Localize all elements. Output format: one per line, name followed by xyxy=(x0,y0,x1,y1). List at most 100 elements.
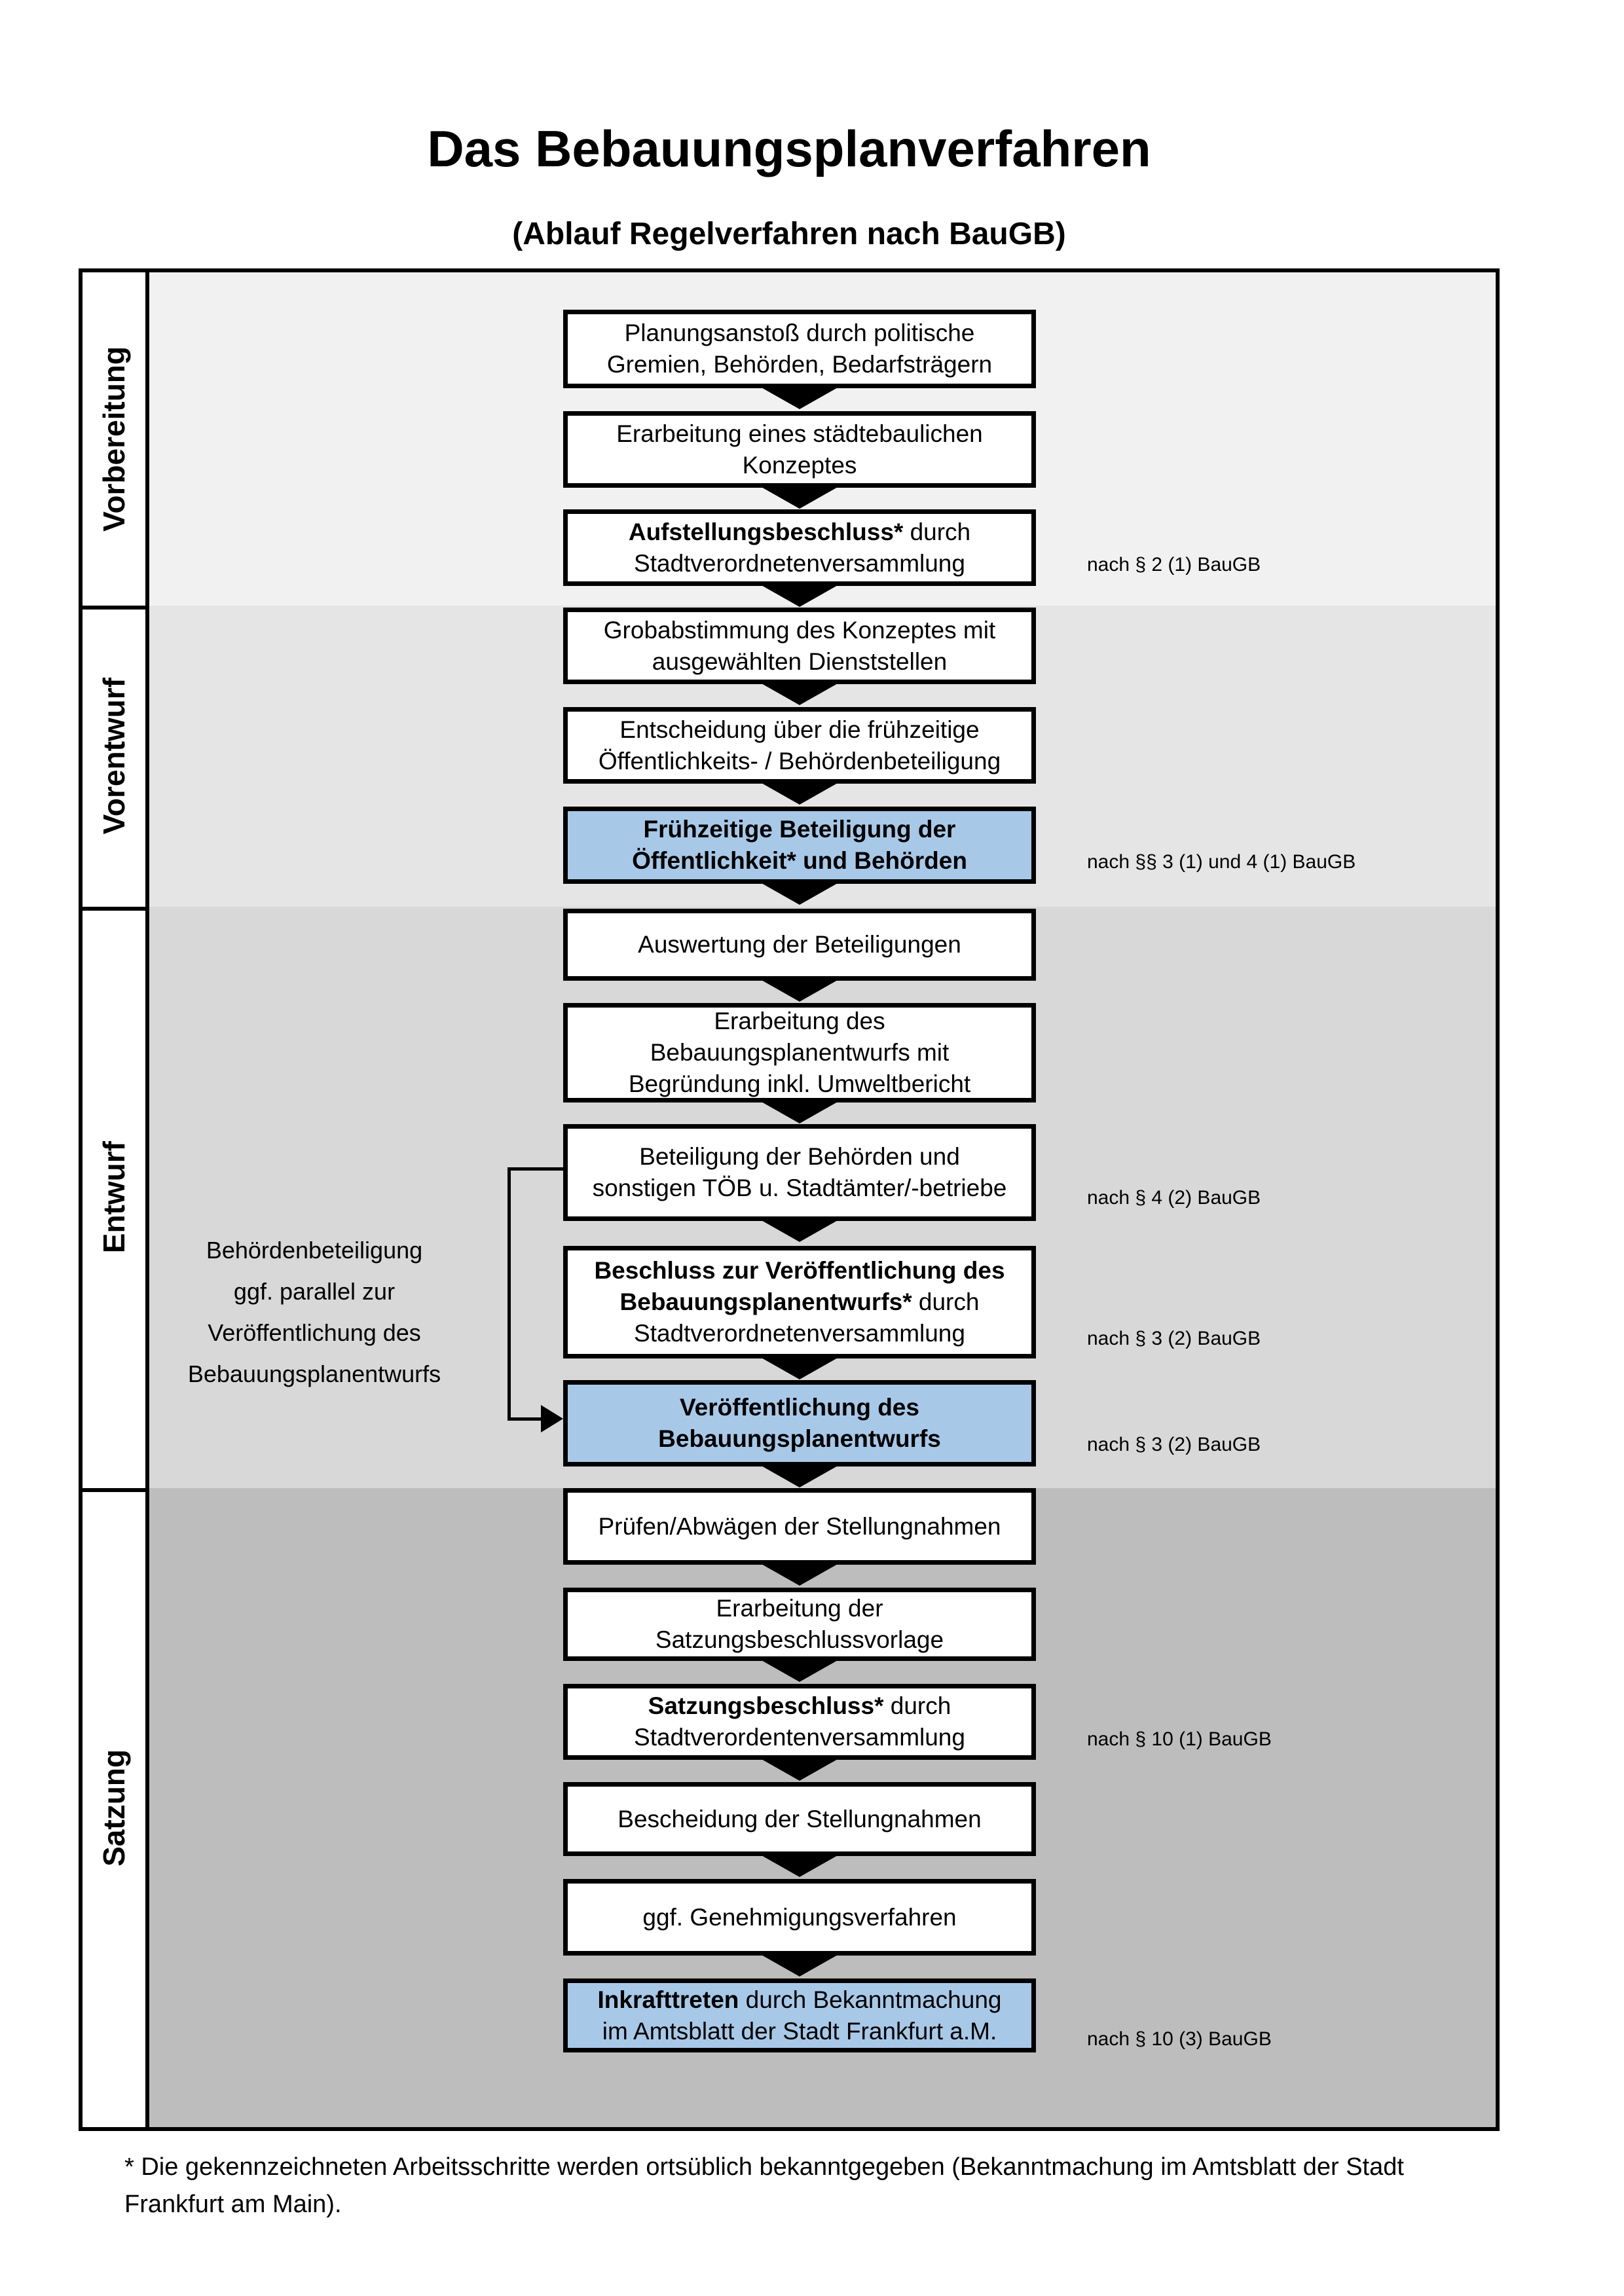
flow-step-text-line: Bebauungsplanentwurfs mit xyxy=(650,1037,950,1068)
footnote: * Die gekennzeichneten Arbeitsschritte w… xyxy=(124,2153,1404,2218)
flow-step-text: Gremien, Behörden, Bedarfsträgern xyxy=(606,351,993,378)
flow-step-text-line: Stadtverordentenversammlung xyxy=(634,1722,965,1753)
flow-step-text: Erarbeitung des xyxy=(714,1008,885,1034)
phase-divider-line xyxy=(83,1488,149,1492)
flow-step-text-line: Erarbeitung eines städtebaulichen xyxy=(616,418,983,450)
flow-step-text: Bebauungsplanentwurfs* xyxy=(619,1288,912,1315)
flow-step-text: Auswertung der Beteiligungen xyxy=(638,931,961,958)
arrow-down-icon xyxy=(760,1954,839,1977)
flow-step-text-line: Aufstellungsbeschluss* durch xyxy=(629,517,970,548)
flow-step-text: durch Bekanntmachung xyxy=(739,1986,1002,2013)
flow-step-text-line: Beteiligung der Behörden und xyxy=(639,1141,960,1173)
flow-step-text-line: Prüfen/Abwägen der Stellungnahmen xyxy=(598,1511,1001,1542)
bracket-top-line xyxy=(507,1167,563,1171)
flow-step-text: Aufstellungsbeschluss* xyxy=(628,518,904,545)
flow-step-text: durch xyxy=(903,518,971,545)
flow-step-text: Öffentlichkeits- / Behördenbeteiligung xyxy=(598,747,1001,774)
flow-step-text-line: Öffentlichkeit* und Behörden xyxy=(632,845,967,877)
flow-step-text: Planungsanstoß durch politische xyxy=(624,319,975,346)
flow-step-text: durch xyxy=(883,1692,951,1719)
diagram-frame xyxy=(79,268,1500,2131)
side-note-line: Veröffentlichung des xyxy=(208,1319,421,1346)
flow-step-text-line: ggf. Genehmigungsverfahren xyxy=(642,1902,956,1933)
flow-step-text-line: Stadtverordnetenversammlung xyxy=(634,548,965,579)
sidebar-right-border xyxy=(145,272,149,2127)
bracket-bottom-line xyxy=(507,1417,545,1421)
side-note: Behördenbeteiligung ggf. parallel zur Ve… xyxy=(177,1230,452,1394)
flow-step-text: Bebauungsplanentwurfs mit xyxy=(650,1039,950,1066)
flow-step-text: Satzungsbeschluss* xyxy=(648,1692,884,1719)
flow-step-text: Satzungsbeschlussvorlage xyxy=(655,1626,944,1653)
legal-reference: nach § 4 (2) BauGB xyxy=(1087,1187,1261,1209)
flow-step-text-line: Auswertung der Beteiligungen xyxy=(638,929,961,960)
arrow-down-icon xyxy=(760,1465,839,1487)
flow-step-text-line: Beschluss zur Veröffentlichung des xyxy=(594,1255,1005,1286)
side-note-line: Behördenbeteiligung xyxy=(206,1237,423,1264)
flow-step-text-line: Grobabstimmung des Konzeptes mit xyxy=(604,615,995,646)
arrow-down-icon xyxy=(760,1563,839,1586)
side-note-line: Bebauungsplanentwurfs xyxy=(187,1360,441,1387)
flow-step-text: Beteiligung der Behörden und xyxy=(639,1143,960,1170)
flow-step-text-line: Öffentlichkeits- / Behördenbeteiligung xyxy=(599,746,1001,777)
flow-step-text-line: Konzeptes xyxy=(743,450,857,481)
flow-step-text: Stadtverordentenversammlung xyxy=(634,1724,965,1751)
flow-step-text-line: Bebauungsplanentwurfs* durch xyxy=(620,1286,980,1318)
flow-step-text-line: im Amtsblatt der Stadt Frankfurt a.M. xyxy=(602,2016,997,2047)
flow-step-text: Veröffentlichung des xyxy=(680,1394,919,1421)
legal-reference: nach § 3 (2) BauGB xyxy=(1087,1328,1261,1349)
flow-step-text: Bescheidung der Stellungnahmen xyxy=(618,1805,982,1832)
flow-step-text-line: Inkrafttreten durch Bekanntmachung xyxy=(598,1984,1002,2016)
legal-reference: nach § 10 (3) BauGB xyxy=(1087,2028,1272,2050)
flow-step-text: Stadtverordnetenversammlung xyxy=(634,549,965,577)
phase-divider-line xyxy=(83,907,149,911)
flow-step-text-line: Gremien, Behörden, Bedarfsträgern xyxy=(607,349,992,380)
flow-step-box: Auswertung der Beteiligungen xyxy=(563,909,1036,981)
sidebar-cell-satzung: Satzung xyxy=(83,1488,145,2127)
legal-reference: nach §§ 3 (1) und 4 (1) BauGB xyxy=(1087,851,1356,873)
flow-step-text-line: Erarbeitung des xyxy=(714,1006,885,1037)
flow-step-text: Öffentlichkeit* und Behörden xyxy=(632,847,967,874)
flow-step-text: sonstigen TÖB u. Stadtämter/-betriebe xyxy=(592,1175,1007,1201)
arrow-down-icon xyxy=(760,979,839,1002)
flow-step-text: Frühzeitige Beteiligung der xyxy=(643,816,956,843)
arrow-down-icon xyxy=(760,683,839,705)
flow-step-text: ggf. Genehmigungsverfahren xyxy=(642,1903,957,1931)
arrow-down-icon xyxy=(760,1101,839,1123)
flow-step-text-line: Bebauungsplanentwurfs xyxy=(658,1423,941,1455)
page-title: Das Bebauungsplanverfahren xyxy=(427,120,1151,177)
flow-step-text-line: Veröffentlichung des xyxy=(680,1392,919,1423)
flow-step-text-line: ausgewählten Dienststellen xyxy=(652,646,947,678)
flow-step-text: Prüfen/Abwägen der Stellungnahmen xyxy=(598,1512,1001,1540)
arrow-down-icon xyxy=(760,1357,839,1379)
side-note-line: ggf. parallel zur xyxy=(233,1278,396,1305)
bracket-arrowhead-icon xyxy=(541,1405,563,1432)
flow-step-text: Bebauungsplanentwurfs xyxy=(658,1425,941,1452)
bracket-vertical-line xyxy=(507,1167,511,1421)
flow-step-text: Grobabstimmung des Konzeptes mit xyxy=(603,616,996,644)
phase-divider-line xyxy=(83,606,149,610)
flow-step-text: Entscheidung über die frühzeitige xyxy=(619,716,980,743)
flow-step-text: Stadtverordnetenversammlung xyxy=(634,1320,965,1347)
arrow-down-icon xyxy=(760,585,839,607)
flow-step-text: Begründung inkl. Umweltbericht xyxy=(628,1070,971,1097)
flow-step-box: Bescheidung der Stellungnahmen xyxy=(563,1782,1036,1856)
legal-reference: nach § 10 (1) BauGB xyxy=(1087,1728,1272,1750)
legal-reference: nach § 3 (2) BauGB xyxy=(1087,1434,1261,1455)
flow-step-text: Erarbeitung eines städtebaulichen xyxy=(616,420,983,447)
flow-step-text-line: Entscheidung über die frühzeitige xyxy=(619,714,979,746)
flow-step-text: Inkrafttreten xyxy=(597,1986,739,2013)
flow-step-text-line: Frühzeitige Beteiligung der xyxy=(644,814,956,845)
sidebar-cell-entwurf: Entwurf xyxy=(83,907,145,1488)
sidebar-cell-vorentwurf: Vorentwurf xyxy=(83,606,145,907)
flow-step-text: Erarbeitung der xyxy=(716,1595,883,1622)
